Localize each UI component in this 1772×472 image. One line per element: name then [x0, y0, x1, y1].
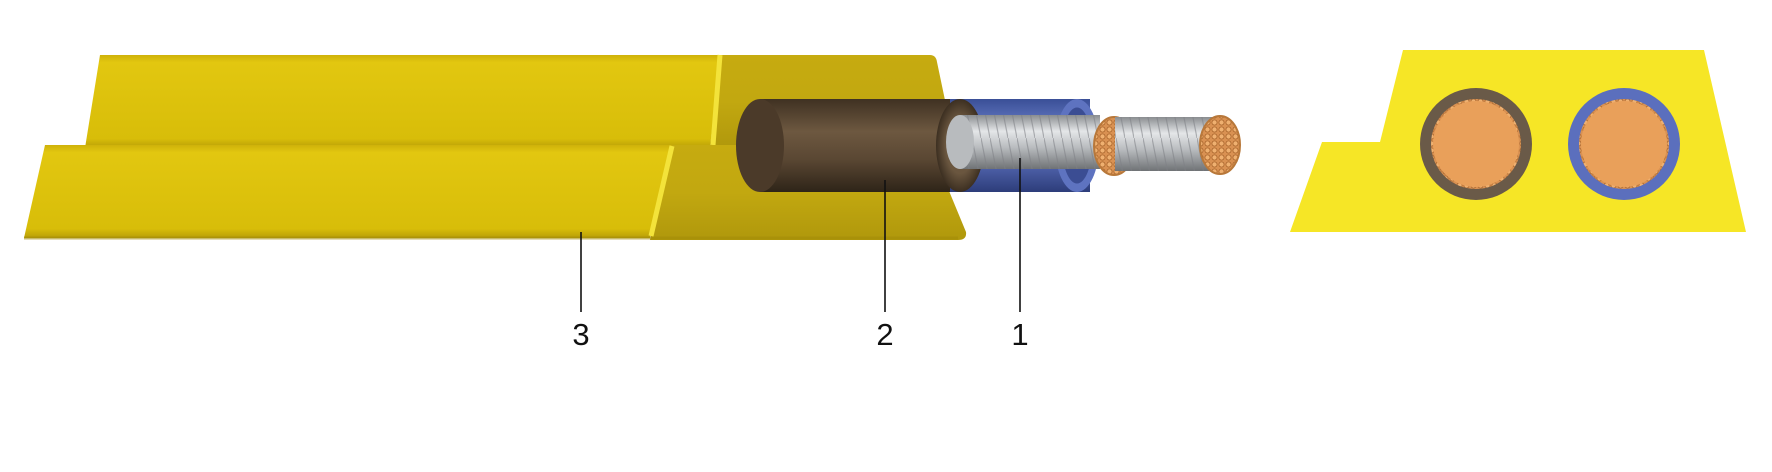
callout-label-3: 3	[572, 317, 589, 352]
callout-lines	[580, 158, 1021, 312]
conductor-brown-core	[946, 115, 1135, 176]
callout-label-1: 1	[1011, 317, 1028, 352]
cross-section	[1290, 50, 1746, 232]
callout-label-2: 2	[876, 317, 893, 352]
conductor-blue-core	[1115, 115, 1241, 175]
cross-section-core-blue	[1568, 88, 1680, 200]
cross-section-core-brown	[1420, 88, 1532, 200]
